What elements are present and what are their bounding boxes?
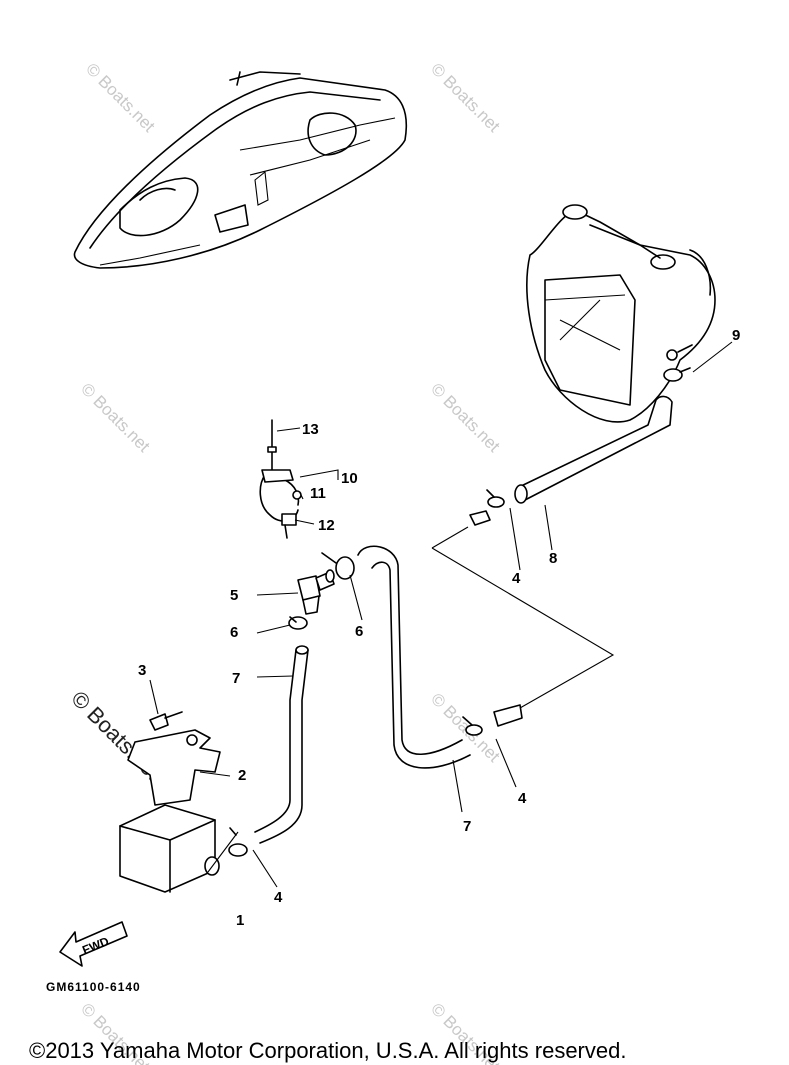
callout-7: 7 bbox=[232, 670, 240, 687]
callout-5: 5 bbox=[230, 587, 238, 604]
diagram-code: GM61100-6140 bbox=[46, 980, 141, 994]
fwd-arrow-icon: FWD bbox=[59, 921, 128, 967]
callout-4: 4 bbox=[518, 790, 527, 807]
part-9-clamp bbox=[663, 367, 691, 382]
watermark-layer: © Boats.net © Boats.net © Boats.net © Bo… bbox=[66, 59, 503, 1065]
callout-9: 9 bbox=[732, 327, 740, 344]
leader-lines bbox=[149, 341, 733, 888]
callout-1: 1 bbox=[236, 912, 244, 929]
callout-6: 6 bbox=[230, 624, 238, 641]
jet-pump-housing bbox=[526, 204, 716, 423]
callouts: 1 2 3 4 4 4 5 6 6 7 7 8 9 10 11 12 13 bbox=[138, 327, 740, 929]
callout-8: 8 bbox=[549, 550, 557, 567]
part-8-hose bbox=[514, 395, 673, 504]
copyright-text: ©2013 Yamaha Motor Corporation, U.S.A. A… bbox=[29, 1038, 626, 1063]
watermark: © Boats.net bbox=[427, 689, 504, 766]
callout-7: 7 bbox=[463, 818, 471, 835]
callout-2: 2 bbox=[238, 767, 246, 784]
watermark: © Boats.net bbox=[77, 379, 154, 456]
callout-4: 4 bbox=[274, 889, 283, 906]
callout-4: 4 bbox=[512, 570, 521, 587]
callout-6: 6 bbox=[355, 623, 363, 640]
callout-12: 12 bbox=[318, 517, 335, 534]
callout-3: 3 bbox=[138, 662, 146, 679]
part-1-tank bbox=[119, 804, 220, 893]
callout-10: 10 bbox=[341, 470, 358, 487]
part-4-fittings bbox=[228, 489, 523, 857]
callout-13: 13 bbox=[302, 421, 319, 438]
watercraft-overview bbox=[73, 71, 408, 269]
watermark: © Boats.net bbox=[82, 59, 159, 136]
callout-11: 11 bbox=[310, 485, 326, 502]
part-7-hoses bbox=[254, 545, 471, 844]
part-10-13-bracket bbox=[259, 419, 302, 539]
part-5-elbow bbox=[288, 552, 355, 630]
assembly-lines bbox=[431, 526, 615, 709]
watermark: © Boats.net bbox=[427, 379, 504, 456]
part-2-bracket bbox=[127, 711, 221, 806]
watermark: © Boats.net bbox=[427, 59, 504, 136]
